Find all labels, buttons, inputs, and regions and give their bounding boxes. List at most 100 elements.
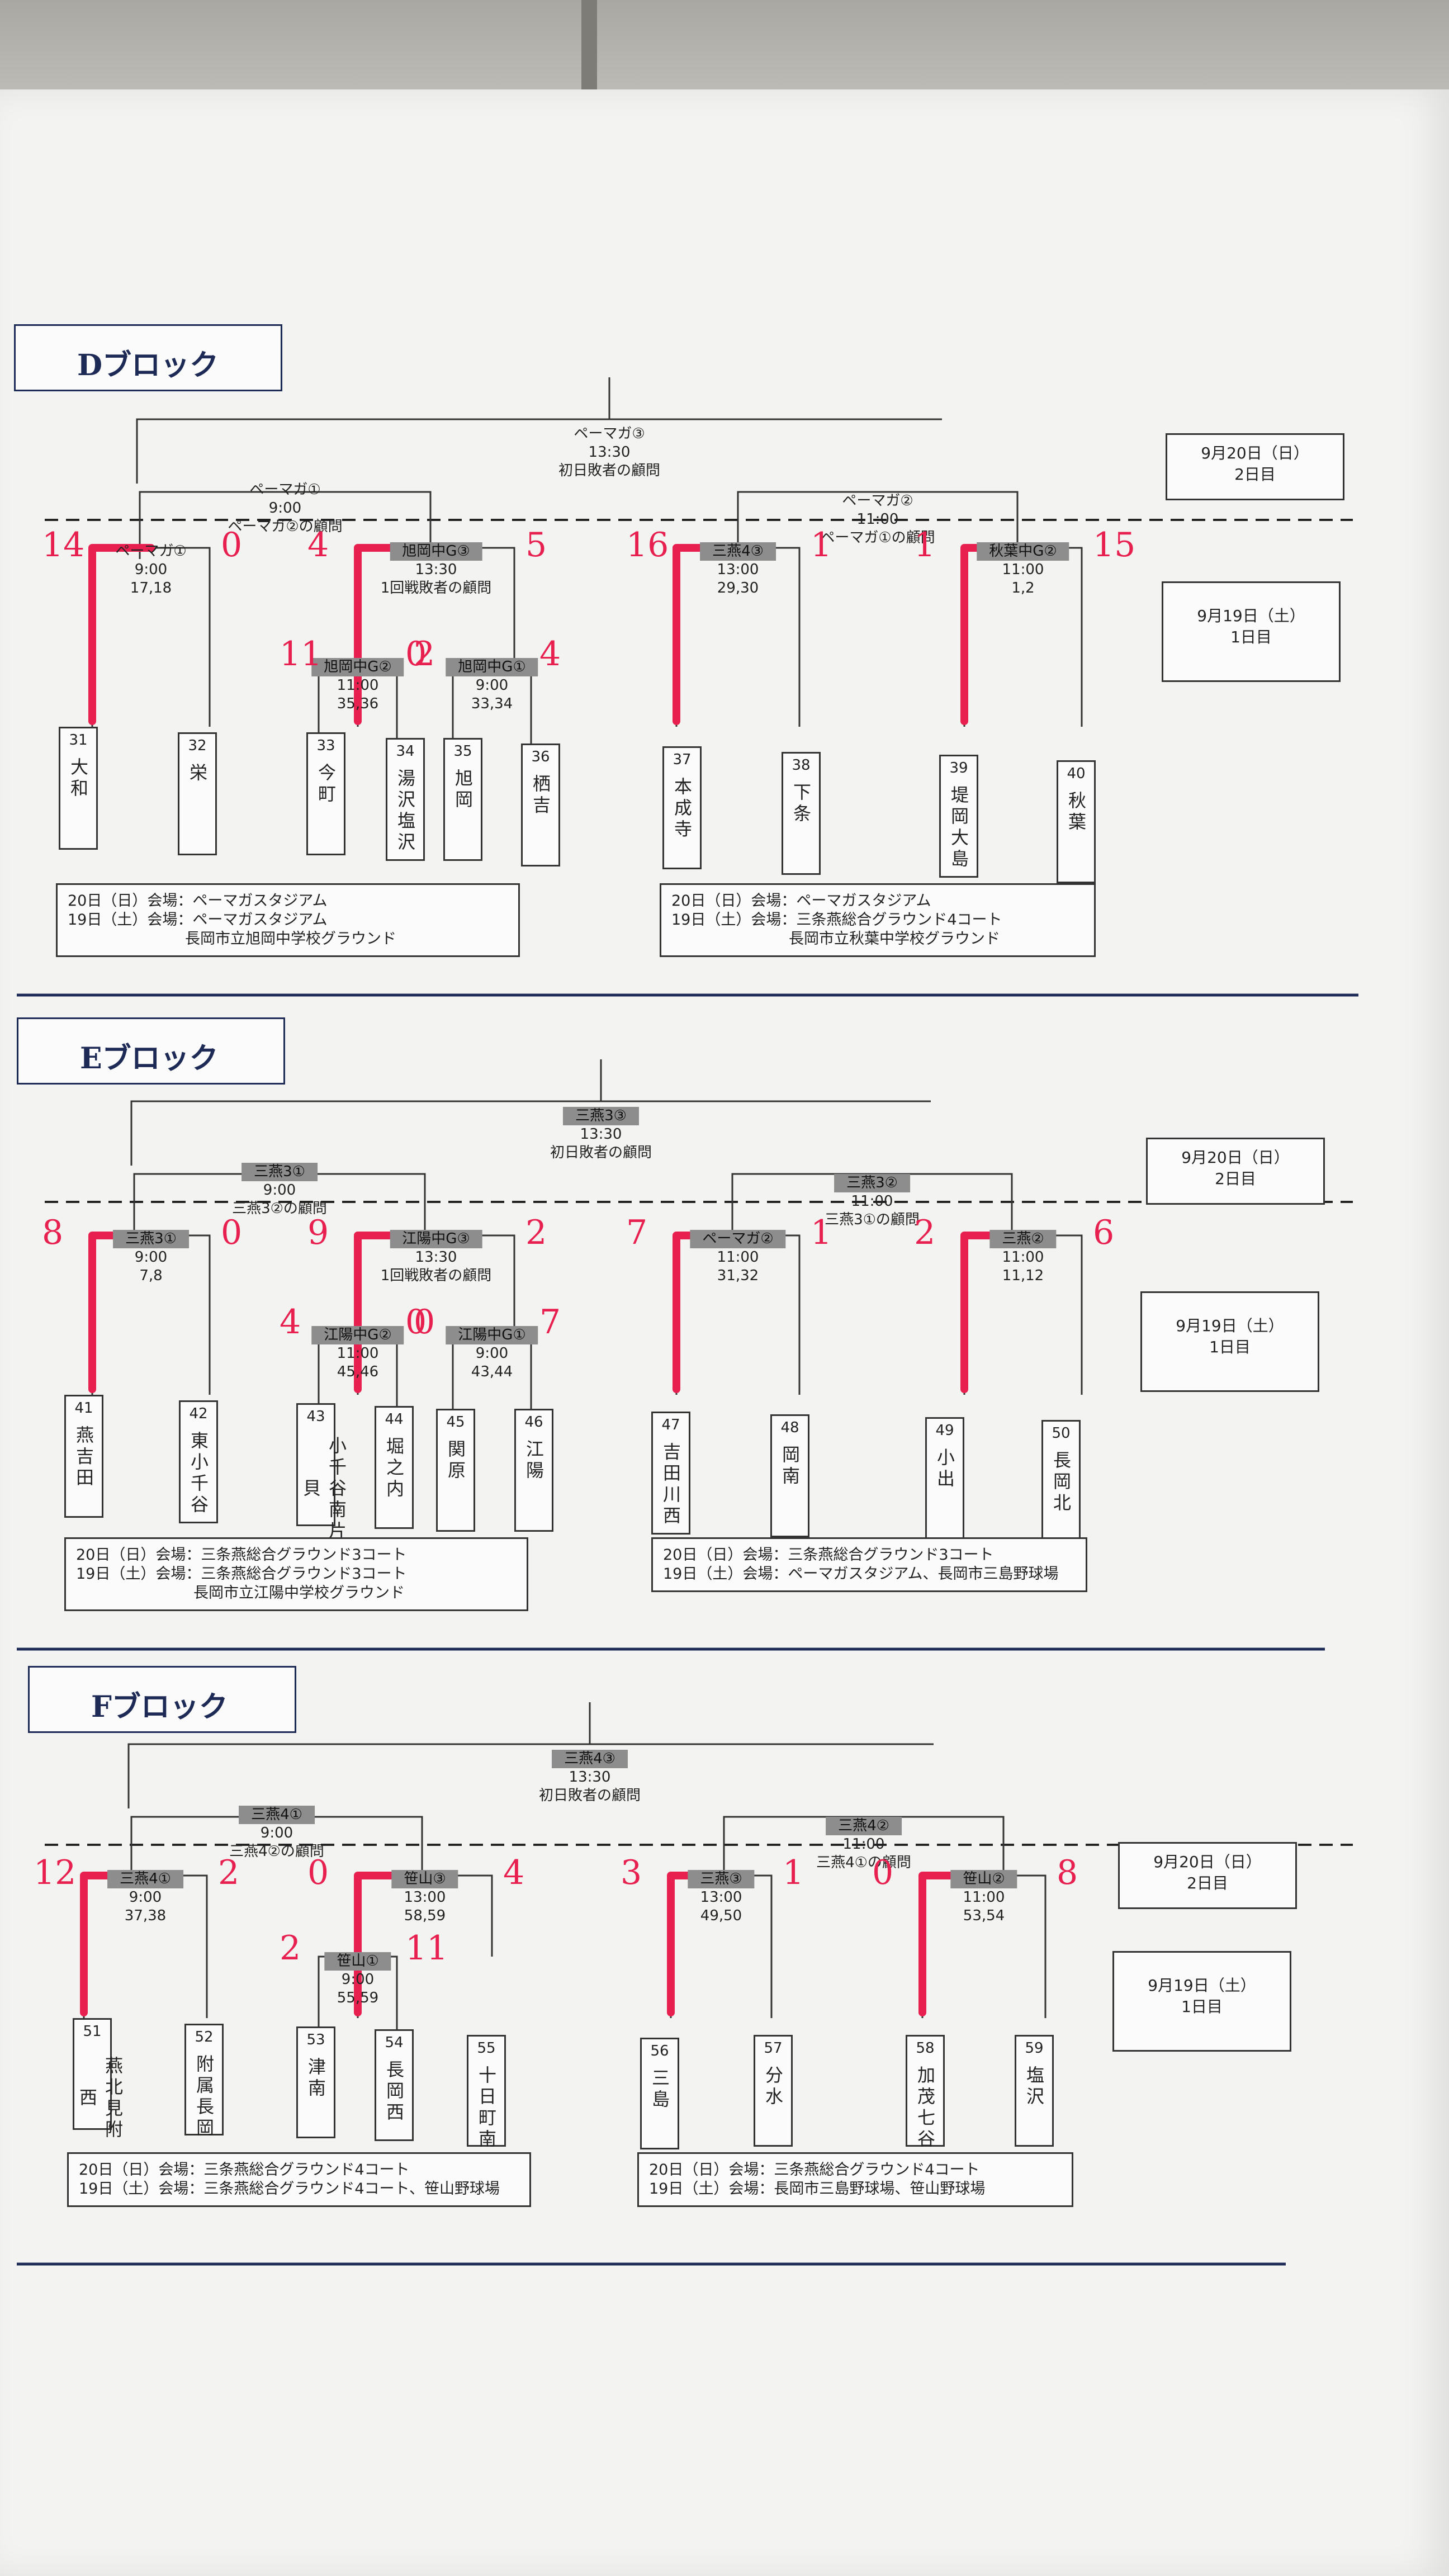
venue-line: 20日（日）会場：三条燕総合グラウンド3コート <box>663 1546 994 1564</box>
score-left: 4 <box>307 525 329 565</box>
score-left: 4 <box>280 1303 301 1342</box>
team-number: 58 <box>916 2040 935 2057</box>
score-left: 0 <box>307 1853 329 1892</box>
team-name: 津南 <box>305 2057 326 2100</box>
venue-line: 長岡市立旭岡中学校グラウンド <box>185 930 396 948</box>
match-time: 13:30 <box>569 1769 611 1786</box>
venue-line: 長岡市立秋葉中学校グラウンド <box>789 930 1000 948</box>
match-time: 13:30 <box>415 561 457 578</box>
team-name: 堤岡大島 <box>948 785 969 870</box>
score-right: 1 <box>783 1853 804 1892</box>
team-number: 48 <box>780 1419 799 1436</box>
match-note: 三燕4①の顧問 <box>816 1854 911 1871</box>
team-name: 加茂七谷 <box>915 2066 936 2151</box>
day1-date-box: 9月19日（土）1日目 <box>1162 581 1341 682</box>
match-venue: 三燕4① <box>107 1870 183 1888</box>
team-name: 関原 <box>445 1439 466 1482</box>
team-name: 下条 <box>790 783 812 825</box>
score-left: 1 <box>914 525 936 565</box>
team-name: 燕吉田 <box>73 1426 94 1489</box>
team-name: 三島 <box>649 2068 670 2111</box>
semi-bracket <box>737 491 1019 559</box>
score-right: 8 <box>1057 1853 1078 1892</box>
team-box: 58 加茂七谷 <box>906 2035 945 2151</box>
score-right: 0 <box>405 1303 427 1342</box>
team-name: 長岡北 <box>1050 1451 1072 1514</box>
team-name: 小出 <box>934 1448 955 1490</box>
match-note: 37,38 <box>124 1907 167 1924</box>
team-name: 塩沢 <box>1024 2066 1045 2108</box>
match-note: 53,54 <box>963 1907 1005 1924</box>
team-number: 53 <box>306 2032 325 2048</box>
team-number: 43 <box>306 1408 325 1425</box>
score-right: 7 <box>539 1303 561 1342</box>
match-note: ペーマガ①の顧問 <box>820 529 935 546</box>
team-number: 56 <box>650 2043 669 2059</box>
match-time: 9:00 <box>268 500 302 517</box>
score-right: 0 <box>221 525 243 565</box>
block-title: Fブロック <box>28 1666 296 1733</box>
match-venue: 江陽中G② <box>311 1326 404 1344</box>
score-left: 3 <box>621 1853 642 1892</box>
team-number: 34 <box>396 743 415 760</box>
team-name: 東小千谷 <box>188 1431 209 1516</box>
match-time: 13:30 <box>580 1126 622 1143</box>
match-time: 9:00 <box>134 561 168 578</box>
match-venue: 江陽中G① <box>446 1326 538 1344</box>
venue-line: 19日（土）会場：長岡市三島野球場、笹山野球場 <box>649 2180 986 2198</box>
team-name: 秋葉 <box>1066 791 1087 834</box>
score-right: 2 <box>525 1213 547 1252</box>
match-venue: 笹山① <box>324 1952 391 1971</box>
match-time: 13:00 <box>717 561 759 578</box>
match-note: 17,18 <box>130 580 172 596</box>
match-venue: 三燕4③ <box>552 1750 628 1768</box>
venue-line: 19日（土）会場：三条燕総合グラウンド4コート、笹山野球場 <box>79 2180 500 2198</box>
team-name: 湯沢塩沢 <box>395 769 416 854</box>
match-time: 9:00 <box>260 1825 293 1841</box>
team-box: 34 湯沢塩沢 <box>386 738 425 861</box>
match-venue: 三燕3③ <box>563 1107 639 1125</box>
team-number: 55 <box>477 2040 496 2057</box>
winner-path <box>88 544 155 725</box>
team-number: 32 <box>188 737 207 754</box>
score-right: 1 <box>811 1213 832 1252</box>
match-note: 三燕4②の顧問 <box>229 1843 324 1860</box>
day2-label: 2日目 <box>1215 1169 1256 1188</box>
day1-label: 1日目 <box>1209 1338 1251 1356</box>
match-time: 11:00 <box>842 1836 885 1853</box>
venue-line: 20日（日）会場：ペーマガスタジアム <box>671 892 931 910</box>
score-left: 2 <box>414 634 435 674</box>
match-venue: ペーマガ③ <box>574 425 645 442</box>
day1-date-box: 9月19日（土）1日目 <box>1112 1951 1291 2052</box>
team-number: 46 <box>524 1414 543 1431</box>
day1-label: 1日目 <box>1181 1997 1223 2016</box>
match-note: 三燕3①の顧問 <box>825 1211 920 1228</box>
day2-date: 9月20日（日） <box>1201 444 1309 462</box>
team-name: 岡南 <box>779 1445 801 1488</box>
team-name: 大和 <box>68 757 89 800</box>
match-note: 11,12 <box>1002 1267 1044 1284</box>
team-number: 44 <box>385 1411 404 1428</box>
team-number: 47 <box>661 1417 680 1433</box>
match-note: 7,8 <box>139 1267 163 1284</box>
match-note: 58,59 <box>404 1907 446 1924</box>
